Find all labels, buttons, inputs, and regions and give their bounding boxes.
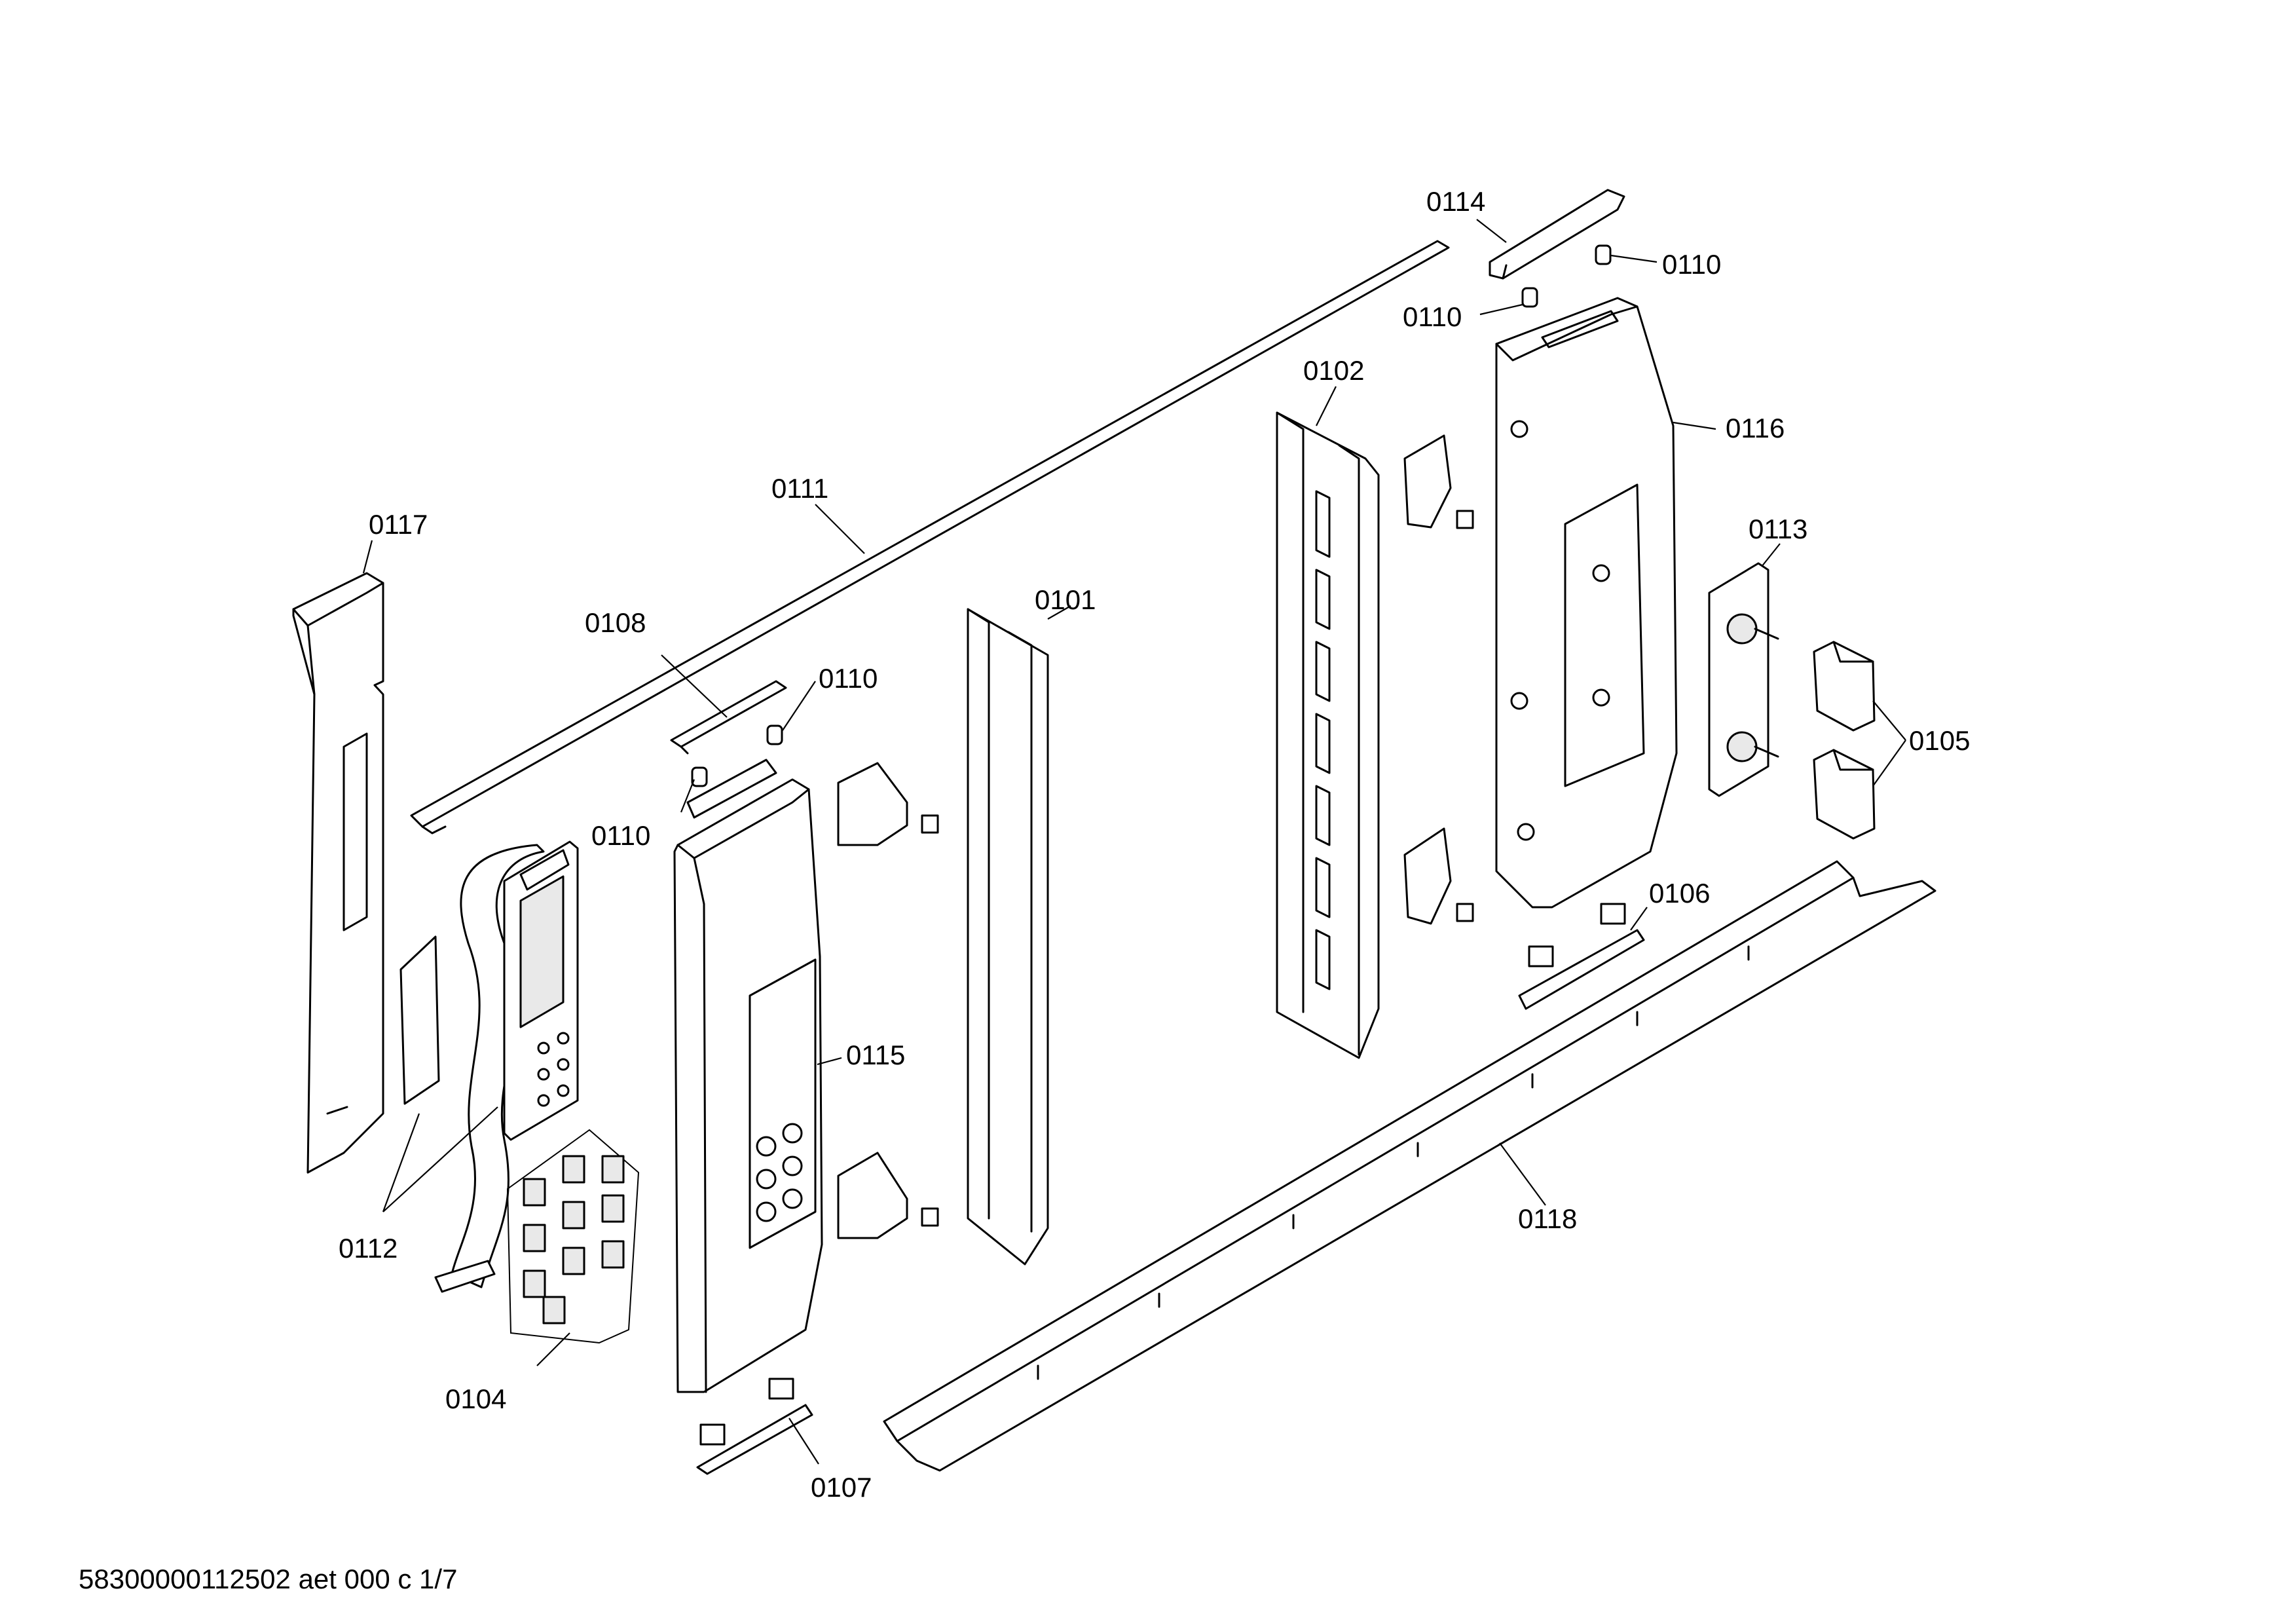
label-0118: 0118 xyxy=(1518,1203,1577,1234)
part-0110-clip-b xyxy=(691,766,708,787)
label-0111: 0111 xyxy=(771,473,828,504)
label-0115: 0115 xyxy=(846,1040,905,1070)
label-0106: 0106 xyxy=(1649,878,1710,909)
part-0118-bottom-rail xyxy=(883,860,1936,1472)
label-0110-d: 0110 xyxy=(1403,301,1462,332)
label-0117: 0117 xyxy=(369,509,428,540)
part-0106-small-rail xyxy=(1518,903,1645,1010)
part-0101-vertical-rail xyxy=(967,608,1049,1266)
part-0108-small-strip xyxy=(670,680,787,755)
label-0112: 0112 xyxy=(339,1233,398,1264)
part-0111-top-strip xyxy=(410,240,1450,835)
part-0102-vertical-rail xyxy=(1276,411,1380,1059)
part-0104-control-board xyxy=(503,840,640,1344)
switch-springs xyxy=(523,1155,625,1324)
part-0107-bottom-rail xyxy=(696,1378,813,1475)
label-0102: 0102 xyxy=(1303,355,1364,386)
label-0114: 0114 xyxy=(1426,186,1485,217)
bracket-right-lower xyxy=(1403,827,1474,925)
part-0110-clip-c xyxy=(1595,244,1612,265)
part-0113-switch-plate xyxy=(1708,562,1779,797)
part-0110-clip-d xyxy=(1521,287,1538,308)
label-0104: 0104 xyxy=(445,1383,506,1414)
label-0116: 0116 xyxy=(1726,413,1785,443)
label-0110-b: 0110 xyxy=(591,820,650,851)
part-0105-knob-upper xyxy=(1813,641,1876,732)
footer-doc-id: 58300000112502 aet 000 c 1/7 xyxy=(79,1564,457,1594)
bracket-right-upper xyxy=(1403,434,1474,529)
label-0110-a: 0110 xyxy=(819,663,878,694)
part-labels: 0117 0111 0108 0110 0110 0101 0102 0114 … xyxy=(339,186,1970,1503)
part-0105-knob-lower xyxy=(1813,749,1876,840)
bracket-left-lower xyxy=(837,1152,939,1239)
bracket-left-upper xyxy=(837,762,939,846)
label-0101: 0101 xyxy=(1035,584,1096,615)
label-0110-c: 0110 xyxy=(1662,249,1721,280)
part-0114-top-strip xyxy=(1489,189,1625,280)
label-0113: 0113 xyxy=(1749,514,1807,544)
part-0116-front-panel-right xyxy=(1495,297,1678,909)
part-0110-clip-a xyxy=(766,724,783,745)
label-0107: 0107 xyxy=(811,1472,872,1503)
label-0105: 0105 xyxy=(1909,725,1970,756)
leader-lines xyxy=(362,219,1906,1465)
label-0108: 0108 xyxy=(585,607,646,638)
part-0115-front-panel-left xyxy=(673,759,823,1393)
part-0117-side-panel xyxy=(292,572,384,1174)
